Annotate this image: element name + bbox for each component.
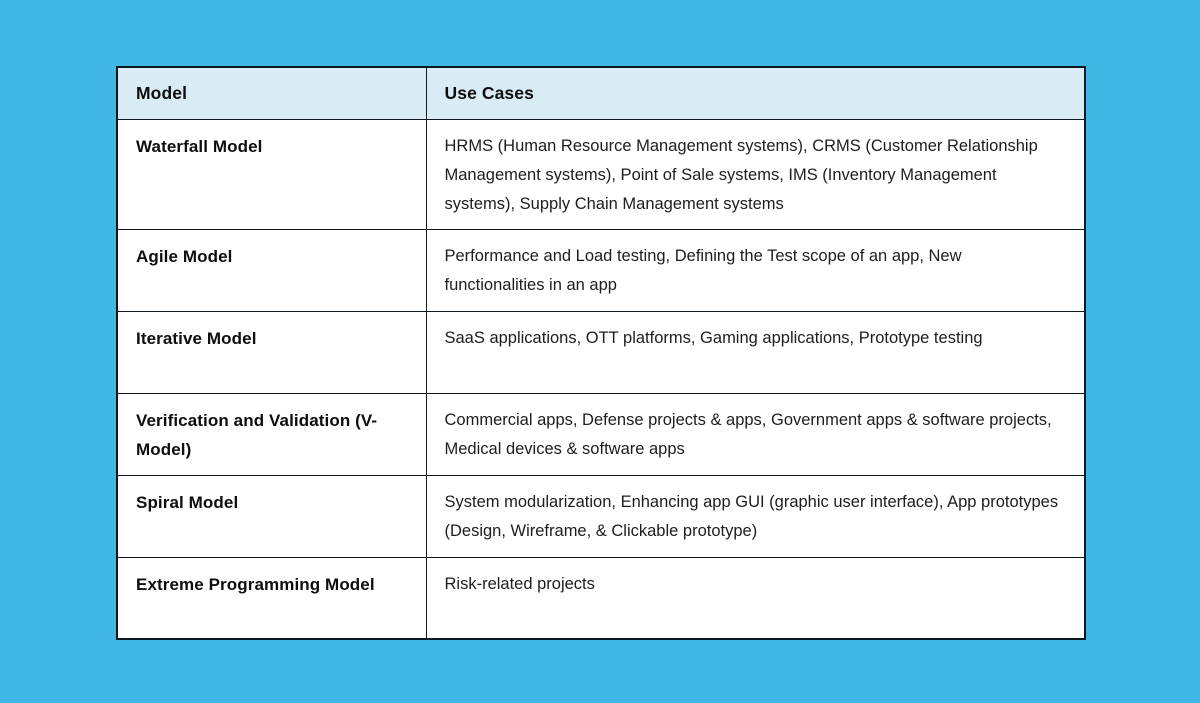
use-cases-cell: System modularization, Enhancing app GUI… [425,474,1086,558]
header-cell-model: Model [116,66,427,120]
model-cell: Extreme Programming Model [116,556,427,640]
table-row: Agile Model Performance and Load testing… [116,228,1086,312]
use-cases-cell: HRMS (Human Resource Management systems)… [425,118,1086,230]
header-cell-use-cases: Use Cases [425,66,1086,120]
model-cell: Verification and Validation (V-Model) [116,392,427,476]
model-cell: Agile Model [116,228,427,312]
use-cases-cell: Risk-related projects [425,556,1086,640]
use-cases-cell: Commercial apps, Defense projects & apps… [425,392,1086,476]
sdlc-models-table: Model Use Cases Waterfall Model HRMS (Hu… [116,66,1086,640]
table-header: Model Use Cases [116,66,1086,120]
table-body: Waterfall Model HRMS (Human Resource Man… [116,118,1086,640]
table-row: Waterfall Model HRMS (Human Resource Man… [116,118,1086,230]
table-row: Spiral Model System modularization, Enha… [116,474,1086,558]
header-row: Model Use Cases [116,66,1086,120]
use-cases-cell: SaaS applications, OTT platforms, Gaming… [425,310,1086,394]
model-cell: Waterfall Model [116,118,427,230]
table-row: Verification and Validation (V-Model) Co… [116,392,1086,476]
table-row: Extreme Programming Model Risk-related p… [116,556,1086,640]
model-cell: Iterative Model [116,310,427,394]
table-row: Iterative Model SaaS applications, OTT p… [116,310,1086,394]
sdlc-models-table-container: Model Use Cases Waterfall Model HRMS (Hu… [116,66,1086,640]
model-cell: Spiral Model [116,474,427,558]
use-cases-cell: Performance and Load testing, Defining t… [425,228,1086,312]
